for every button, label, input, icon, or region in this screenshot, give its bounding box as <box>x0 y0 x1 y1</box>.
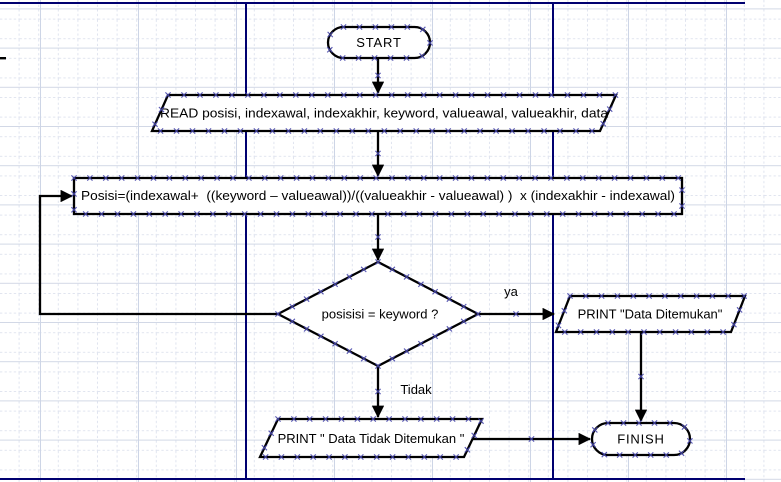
read-node[interactable]: READ posisi, indexawal, indexakhir, keyw… <box>150 93 618 133</box>
connection-point-handles <box>70 23 748 461</box>
flow-loop-back[interactable] <box>38 189 278 316</box>
print-found-node[interactable]: PRINT "Data Ditemukan" <box>554 294 747 334</box>
finish-terminator-shape[interactable] <box>590 421 692 457</box>
start-node[interactable]: START <box>326 25 432 60</box>
process-rect-shape[interactable] <box>72 176 684 216</box>
start-terminator-shape[interactable] <box>326 25 432 60</box>
ruler-tick <box>0 57 6 60</box>
print-found-parallelogram-shape[interactable] <box>554 294 747 334</box>
print-not-found-label: PRINT " Data Tidak Ditemukan " <box>278 431 465 446</box>
print-not-found-node[interactable]: PRINT " Data Tidak Ditemukan " <box>258 417 484 459</box>
edge-label-yes: ya <box>504 284 519 299</box>
finish-label: FINISH <box>617 432 664 447</box>
finish-node[interactable]: FINISH <box>590 421 692 457</box>
decision-label: posisisi = keyword ? <box>322 307 439 322</box>
decision-node[interactable]: posisisi = keyword ? <box>275 260 481 368</box>
print-not-found-parallelogram-shape[interactable] <box>258 417 484 459</box>
process-label: Posisi=(indexawal+ ((keyword – valueawal… <box>81 189 675 203</box>
print-found-label: PRINT "Data Ditemukan" <box>578 307 723 322</box>
read-label: READ posisi, indexawal, indexakhir, keyw… <box>160 107 608 121</box>
process-node[interactable]: Posisi=(indexawal+ ((keyword – valueawal… <box>72 176 684 216</box>
edge-label-no: Tidak <box>400 382 432 397</box>
start-label: START <box>356 35 401 50</box>
read-parallelogram-shape[interactable] <box>150 93 618 133</box>
